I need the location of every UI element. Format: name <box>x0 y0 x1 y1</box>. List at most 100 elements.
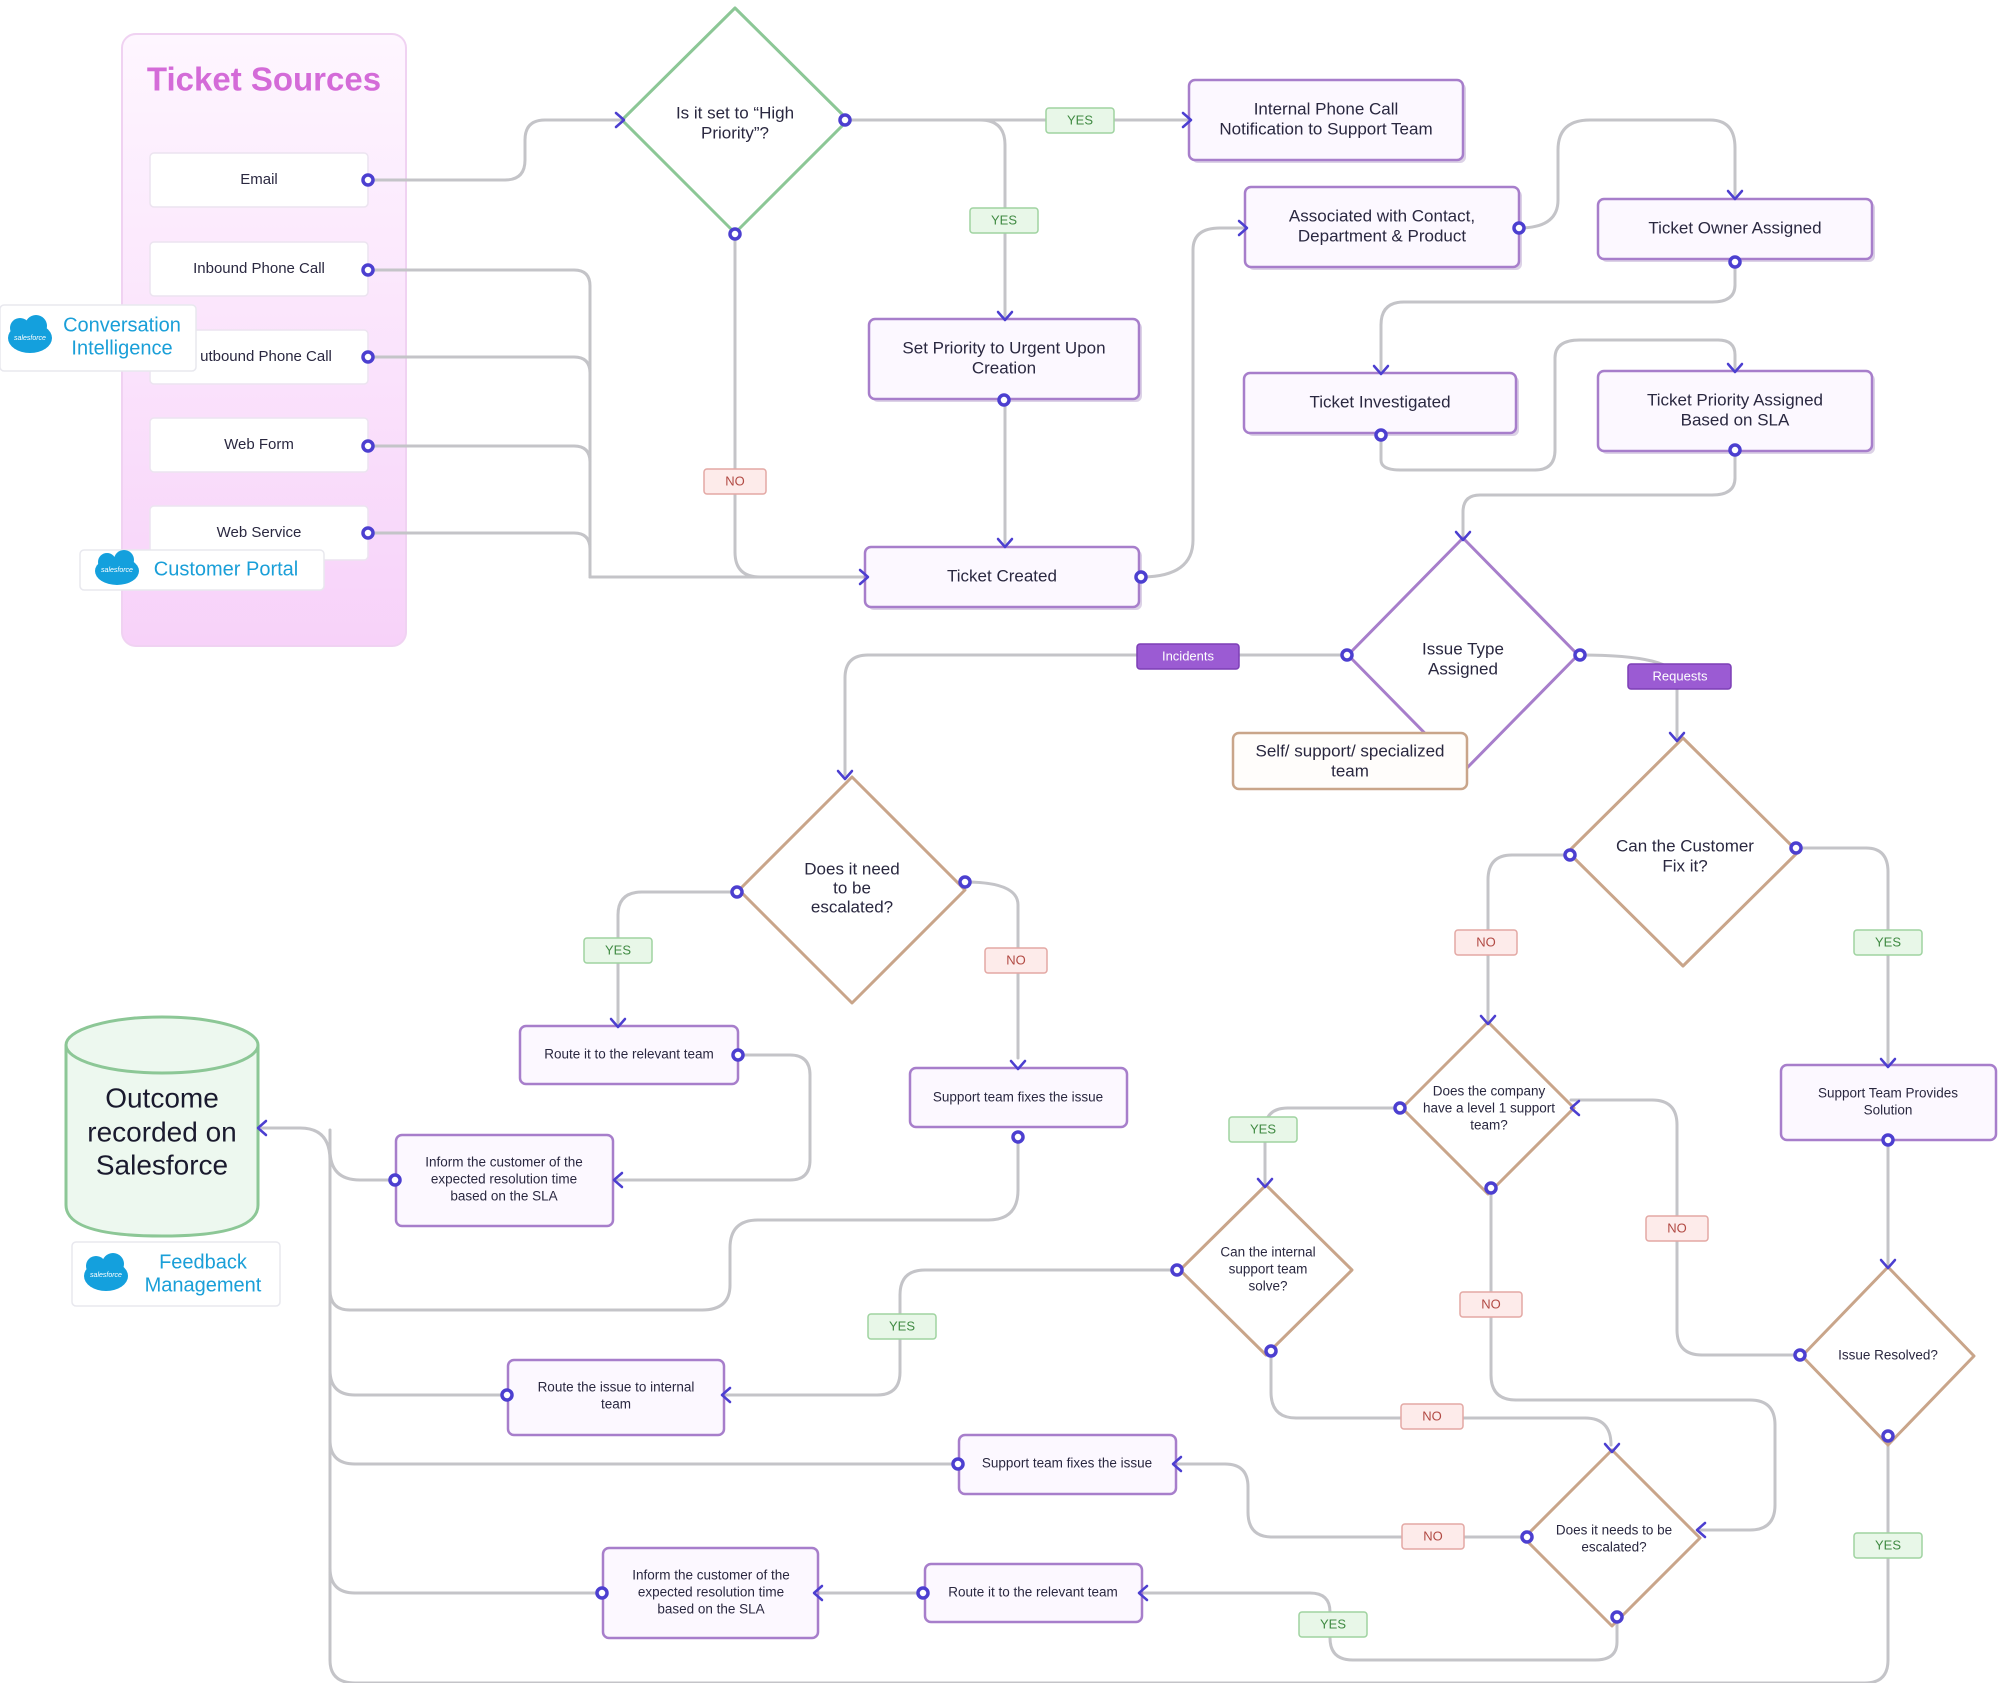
edge-cust-fix-yes <box>1794 846 1890 1065</box>
decision-level1-team[interactable]: Does the company have a level 1 support … <box>1400 1020 1576 1196</box>
node-label: Notification to Support Team <box>1219 119 1432 138</box>
svg-text:YES: YES <box>889 1318 915 1333</box>
tag-yes: YES <box>867 1313 937 1340</box>
tag-no: NO <box>1645 1215 1709 1242</box>
conversation-intelligence-badge: salesforce Conversation Intelligence <box>0 304 197 372</box>
node-support-fixes-2[interactable]: Support team fixes the issue <box>957 1433 1178 1496</box>
node-ticket-priority-sla[interactable]: Ticket Priority Assigned Based on SLA <box>1596 369 1875 454</box>
svg-text:NO: NO <box>1667 1220 1687 1235</box>
connectors <box>260 118 1890 1683</box>
panel-title: Ticket Sources <box>147 61 381 98</box>
node-route-relevant-team-2[interactable]: Route it to the relevant team <box>923 1562 1144 1624</box>
node-associated-contact[interactable]: Associated with Contact, Department & Pr… <box>1243 185 1522 270</box>
tag-no: NO <box>703 468 767 495</box>
edge-associated-to-owner <box>1517 118 1737 230</box>
ports <box>361 113 1895 1624</box>
tag-yes: YES <box>1853 929 1923 956</box>
svg-text:NO: NO <box>1476 934 1496 949</box>
edge-owner-to-investigated <box>1379 260 1737 372</box>
svg-text:NO: NO <box>1481 1296 1501 1311</box>
badge-label: Management <box>145 1274 262 1296</box>
node-label: Associated with Contact, <box>1289 206 1475 225</box>
node-label: have a level 1 support <box>1423 1101 1555 1116</box>
decision-high-priority[interactable]: Is it set to “High Priority”? <box>620 6 850 235</box>
edge-tags: YES YES NO Incidents Requests YES NO NO … <box>583 107 1923 1638</box>
edge-cust-fix-no <box>1486 853 1572 1022</box>
badge-label: Conversation <box>63 314 181 336</box>
decision-internal-solve[interactable]: Can the internal support team solve? <box>1178 1183 1354 1357</box>
node-label: Self/ support/ specialized <box>1256 741 1445 760</box>
node-label: expected resolution time <box>431 1172 577 1187</box>
node-label: Ticket Owner Assigned <box>1648 218 1821 237</box>
source-label: Email <box>240 171 278 188</box>
source-web-service[interactable]: Web Service <box>149 505 369 561</box>
tag-yes: YES <box>969 207 1039 234</box>
node-label: Solution <box>1864 1103 1913 1118</box>
node-label: Support Team Provides <box>1818 1086 1958 1101</box>
source-label: Inbound Phone Call <box>193 260 325 277</box>
node-set-priority-urgent[interactable]: Set Priority to Urgent Upon Creation <box>867 317 1142 402</box>
node-ticket-investigated[interactable]: Ticket Investigated <box>1242 371 1519 436</box>
source-web-form[interactable]: Web Form <box>149 417 369 473</box>
tag-yes: YES <box>583 937 653 964</box>
feedback-management-badge: salesforce Feedback Management <box>71 1241 281 1307</box>
svg-text:YES: YES <box>1067 112 1093 127</box>
edge-inform2-to-outcome <box>328 1148 604 1595</box>
svg-text:Requests: Requests <box>1653 668 1708 683</box>
tag-no: NO <box>1400 1403 1464 1430</box>
node-support-solution[interactable]: Support Team Provides Solution <box>1779 1063 1998 1142</box>
node-label: to be <box>833 878 871 897</box>
database-label: recorded on <box>87 1116 236 1147</box>
svg-text:NO: NO <box>1423 1528 1443 1543</box>
edge-route-to-inform-1 <box>615 1053 812 1182</box>
decision-escalated-2[interactable]: Does it needs to be escalated? <box>1522 1448 1702 1628</box>
edge-priority-no <box>733 233 867 579</box>
node-inform-customer-2[interactable]: Inform the customer of the expected reso… <box>601 1546 820 1640</box>
node-label: Route it to the relevant team <box>948 1585 1118 1600</box>
edge-inbound-to-created <box>366 268 867 579</box>
outcome-database: Outcome recorded on Salesforce <box>64 1015 260 1238</box>
node-label: Route it to the relevant team <box>544 1047 714 1062</box>
node-support-fixes-1[interactable]: Support team fixes the issue <box>908 1066 1129 1129</box>
node-label: Does the company <box>1433 1084 1546 1099</box>
edge-esc2-yes <box>1141 1591 1619 1662</box>
badge-label: Customer Portal <box>154 558 299 580</box>
edge-webform-to-created <box>366 444 592 579</box>
decision-issue-type[interactable]: Issue Type Assigned <box>1346 536 1580 774</box>
node-ticket-created[interactable]: Ticket Created <box>863 545 1142 610</box>
node-label: Department & Product <box>1298 226 1466 245</box>
decision-issue-resolved[interactable]: Issue Resolved? <box>1800 1265 1976 1447</box>
svg-text:YES: YES <box>605 942 631 957</box>
source-email[interactable]: Email <box>149 152 369 208</box>
node-internal-phone-call[interactable]: Internal Phone Call Notification to Supp… <box>1187 78 1466 163</box>
node-label: based on the SLA <box>450 1189 557 1204</box>
node-label: expected resolution time <box>638 1585 784 1600</box>
node-inform-customer-1[interactable]: Inform the customer of the expected reso… <box>394 1133 615 1228</box>
node-label: Set Priority to Urgent Upon <box>902 338 1105 357</box>
source-label: utbound Phone Call <box>200 348 332 365</box>
salesforce-logo-icon: salesforce <box>8 315 52 353</box>
node-label: Route the issue to internal <box>538 1380 695 1395</box>
svg-text:YES: YES <box>1875 1537 1901 1552</box>
node-label: escalated? <box>1581 1540 1646 1555</box>
node-route-relevant-team-1[interactable]: Route it to the relevant team <box>518 1024 740 1086</box>
decision-needs-escalation[interactable]: Does it need to be escalated? <box>737 775 967 1005</box>
decision-customer-fix[interactable]: Can the Customer Fix it? <box>1566 736 1800 968</box>
tag-yes: YES <box>1298 1611 1368 1638</box>
edge-route-internal-to-outcome <box>328 1368 509 1397</box>
source-inbound-phone[interactable]: Inbound Phone Call <box>149 241 369 297</box>
node-label: Based on SLA <box>1681 410 1790 429</box>
edge-investigated-to-sla <box>1379 338 1737 472</box>
node-ticket-owner-assigned[interactable]: Ticket Owner Assigned <box>1596 197 1875 262</box>
badge-label: Intelligence <box>71 337 172 359</box>
svg-text:Incidents: Incidents <box>1162 648 1215 663</box>
tag-no: NO <box>1401 1523 1465 1550</box>
customer-portal-badge: salesforce Customer Portal <box>79 549 325 591</box>
tag-no: NO <box>984 947 1048 974</box>
node-team-type[interactable]: Self/ support/ specialized team <box>1231 731 1469 791</box>
node-label: team? <box>1470 1118 1508 1133</box>
node-route-internal-team[interactable]: Route the issue to internal team <box>506 1358 726 1437</box>
node-label: Can the internal <box>1220 1245 1315 1260</box>
node-label: Support team fixes the issue <box>982 1456 1152 1471</box>
